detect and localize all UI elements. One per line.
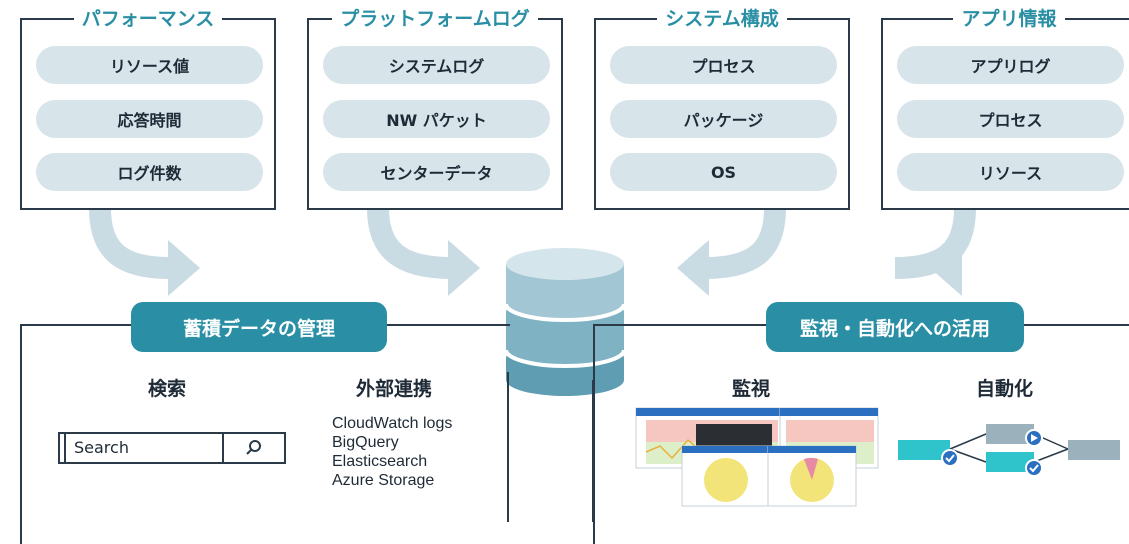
external-list: CloudWatch logs BigQuery Elasticsearch A… <box>332 414 452 490</box>
arrow-head-2 <box>448 240 480 296</box>
group-title: プラットフォームログ <box>332 8 538 30</box>
automation-flow-diagram <box>898 424 1120 477</box>
magnifier-icon <box>246 440 261 455</box>
group-performance: パフォーマンス リソース値 応答時間 ログ件数 <box>20 8 276 210</box>
pill-item: 応答時間 <box>36 100 263 138</box>
group-app-info: アプリ情報 アプリログ プロセス リソース <box>881 8 1129 210</box>
pill-item: ログ件数 <box>36 153 263 191</box>
external-item: CloudWatch logs <box>332 415 453 432</box>
stored-data-tag: 蓄積データの管理 <box>131 302 387 352</box>
pill-item: プロセス <box>610 46 837 84</box>
utilization-panel <box>593 324 1129 544</box>
search-input[interactable]: Search <box>64 434 222 462</box>
pill-item: プロセス <box>897 100 1124 138</box>
automation-heading: 自動化 <box>976 378 1034 400</box>
check-icon <box>1025 459 1043 477</box>
arrow-head-1 <box>168 240 200 296</box>
play-icon <box>1025 429 1043 447</box>
pill-item: システムログ <box>323 46 550 84</box>
arrow-2 <box>367 207 453 279</box>
group-system-config: システム構成 プロセス パッケージ OS <box>594 8 850 210</box>
group-title: アプリ情報 <box>953 8 1065 30</box>
arrow-1 <box>89 207 171 279</box>
pill-item: NW パケット <box>323 100 550 138</box>
search-heading: 検索 <box>148 378 187 400</box>
pill-item: アプリログ <box>897 46 1124 84</box>
group-title: システム構成 <box>657 8 787 30</box>
pill-item: センターデータ <box>323 153 550 191</box>
utilization-tag: 監視・自動化への活用 <box>766 302 1024 352</box>
external-item: Azure Storage <box>332 472 435 489</box>
pill-item: OS <box>610 153 837 191</box>
pill-item: リソース値 <box>36 46 263 84</box>
monitoring-dashboard-thumbnail <box>635 407 879 507</box>
group-platform-log: プラットフォームログ システムログ NW パケット センターデータ <box>307 8 563 210</box>
external-heading: 外部連携 <box>356 378 433 400</box>
check-icon <box>941 449 959 467</box>
arrow-3 <box>704 207 786 279</box>
monitor-heading: 監視 <box>732 378 771 400</box>
search-button[interactable] <box>222 434 284 462</box>
group-title: パフォーマンス <box>73 8 223 30</box>
arrow-head-4 <box>930 240 962 296</box>
search-box: Search <box>58 432 286 464</box>
arrow-head-3 <box>677 240 709 296</box>
pill-item: パッケージ <box>610 100 837 138</box>
external-item: BigQuery <box>332 434 399 451</box>
external-item: Elasticsearch <box>332 453 428 470</box>
pill-item: リソース <box>897 153 1124 191</box>
